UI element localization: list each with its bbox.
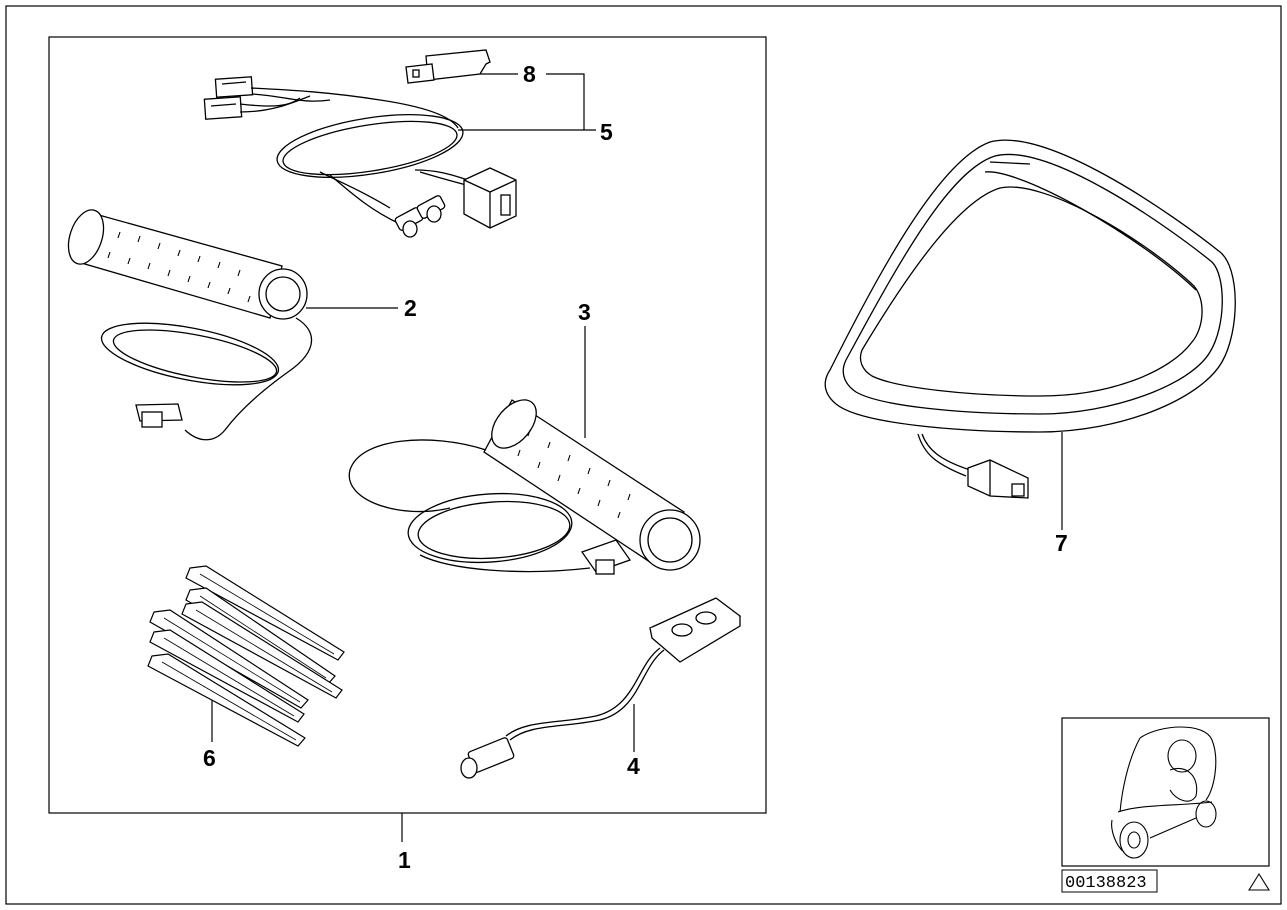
callout-3: 3: [578, 299, 591, 325]
callout-6: 6: [203, 745, 216, 771]
leader-lines: [211, 73, 1063, 842]
heated-seat-part: [824, 139, 1236, 499]
callout-4: 4: [627, 753, 640, 779]
warning-triangle-icon: [1248, 872, 1270, 891]
callout-5: 5: [600, 119, 613, 145]
callout-2: 2: [404, 295, 417, 321]
cable-ties-part: [147, 565, 345, 747]
outer-frame: [5, 5, 1282, 905]
kit-frame: [48, 36, 767, 814]
reference-number: 00138823: [1065, 874, 1147, 893]
switch-part: [460, 597, 742, 779]
relay-connector-part: [405, 49, 491, 84]
callout-1: 1: [398, 847, 411, 873]
callout-8: 8: [523, 61, 536, 87]
vehicle-thumbnail: [1061, 717, 1270, 867]
wiring-harness-part: [203, 76, 517, 238]
callout-7: 7: [1055, 530, 1068, 556]
right-heated-grip-part: [348, 399, 701, 575]
left-heated-grip-part: [67, 209, 313, 441]
reference-box: [1061, 869, 1158, 893]
